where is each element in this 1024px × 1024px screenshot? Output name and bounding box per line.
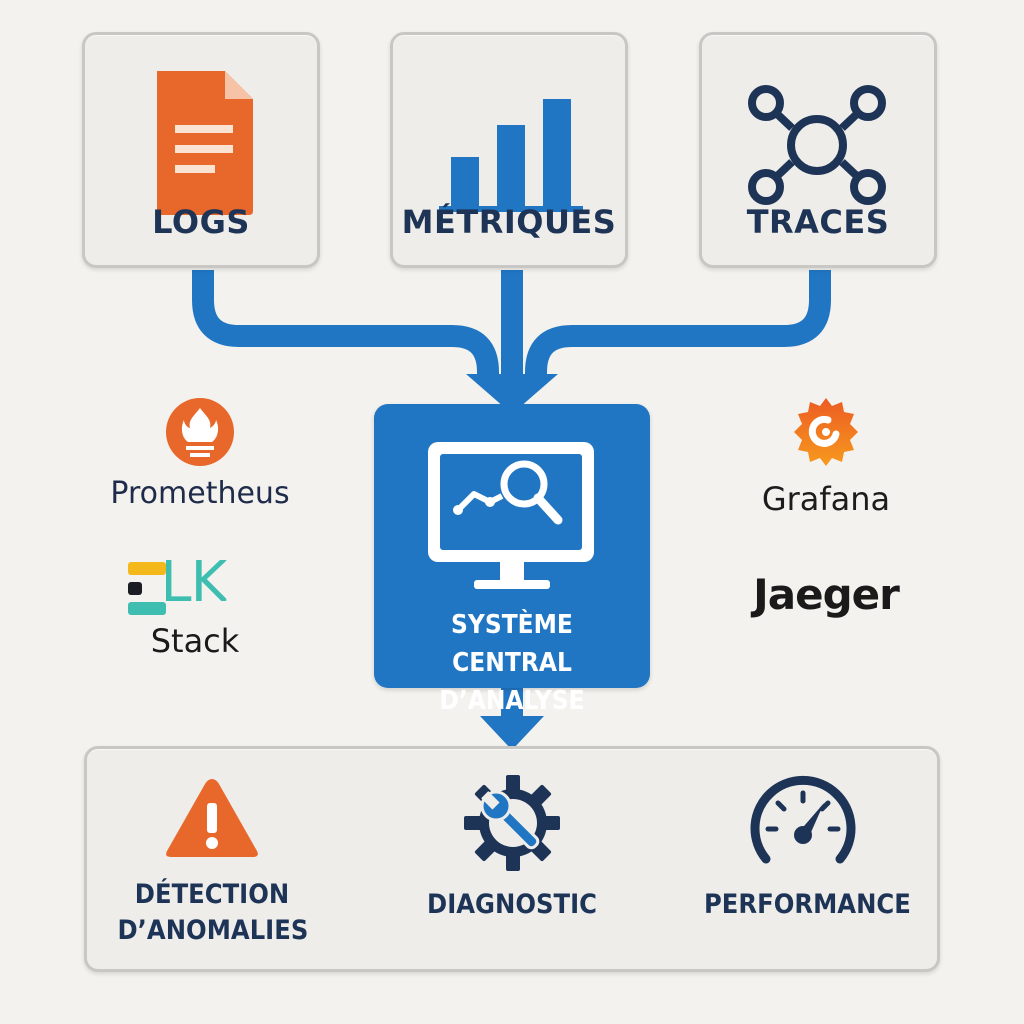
elk-logo: ELK — [110, 550, 280, 618]
elk-stack-name: Stack — [150, 622, 240, 660]
outcome-anomaly-detection: DÉTECTION D’ANOMALIES — [107, 773, 317, 963]
elk-name: ELK — [126, 550, 227, 615]
outcome-label-anomaly-line2: D’ANOMALIES — [117, 915, 309, 946]
tool-jaeger: Jaeger — [726, 570, 926, 640]
prometheus-name: Prometheus — [110, 476, 290, 511]
speedometer-icon — [748, 773, 858, 869]
document-icon — [85, 65, 317, 220]
central-system-label-line2: D’ANALYSE — [439, 686, 585, 716]
outcome-label-anomaly: DÉTECTION D’ANOMALIES — [117, 877, 309, 949]
network-nodes-icon — [702, 65, 934, 220]
grafana-logo-icon — [788, 394, 864, 470]
source-card-metrics: MÉTRIQUES — [390, 32, 628, 268]
tool-grafana: Grafana — [716, 394, 936, 518]
source-card-traces: TRACES — [699, 32, 937, 268]
outcome-label-anomaly-line1: DÉTECTION — [134, 879, 290, 910]
tool-prometheus: Prometheus — [90, 394, 310, 514]
warning-triangle-icon — [162, 773, 262, 863]
elastic-bars-icon — [128, 562, 166, 615]
gear-wrench-icon — [462, 773, 562, 873]
arrow-head-outcomes — [480, 716, 544, 750]
arrow-traces-to-center — [525, 270, 831, 384]
outcome-performance: PERFORMANCE — [693, 773, 913, 963]
monitor-magnifier-icon — [374, 438, 650, 598]
central-system-label-line1: SYSTÈME CENTRAL — [451, 610, 573, 678]
tool-elk-stack: ELK Stack — [110, 550, 280, 668]
outcome-label-diagnostic: DIAGNOSTIC — [427, 889, 597, 920]
source-label-metrics: MÉTRIQUES — [401, 203, 617, 241]
jaeger-name: Jaeger — [753, 570, 900, 619]
source-card-logs: LOGS — [82, 32, 320, 268]
grafana-name: Grafana — [761, 480, 891, 518]
arrow-head-center — [466, 374, 558, 414]
source-label-logs: LOGS — [152, 203, 250, 241]
arrow-logs-to-center — [192, 270, 499, 384]
bar-chart-icon — [393, 65, 625, 220]
source-label-traces: TRACES — [746, 203, 890, 241]
outcome-diagnostic: DIAGNOSTIC — [407, 773, 617, 963]
outcomes-card: DÉTECTION D’ANOMALIES — [84, 746, 940, 972]
outcome-label-performance: PERFORMANCE — [704, 889, 911, 920]
central-system-label: SYSTÈME CENTRAL D’ANALYSE — [388, 606, 636, 720]
central-analysis-system: SYSTÈME CENTRAL D’ANALYSE — [374, 404, 650, 716]
prometheus-logo-icon — [162, 394, 238, 470]
